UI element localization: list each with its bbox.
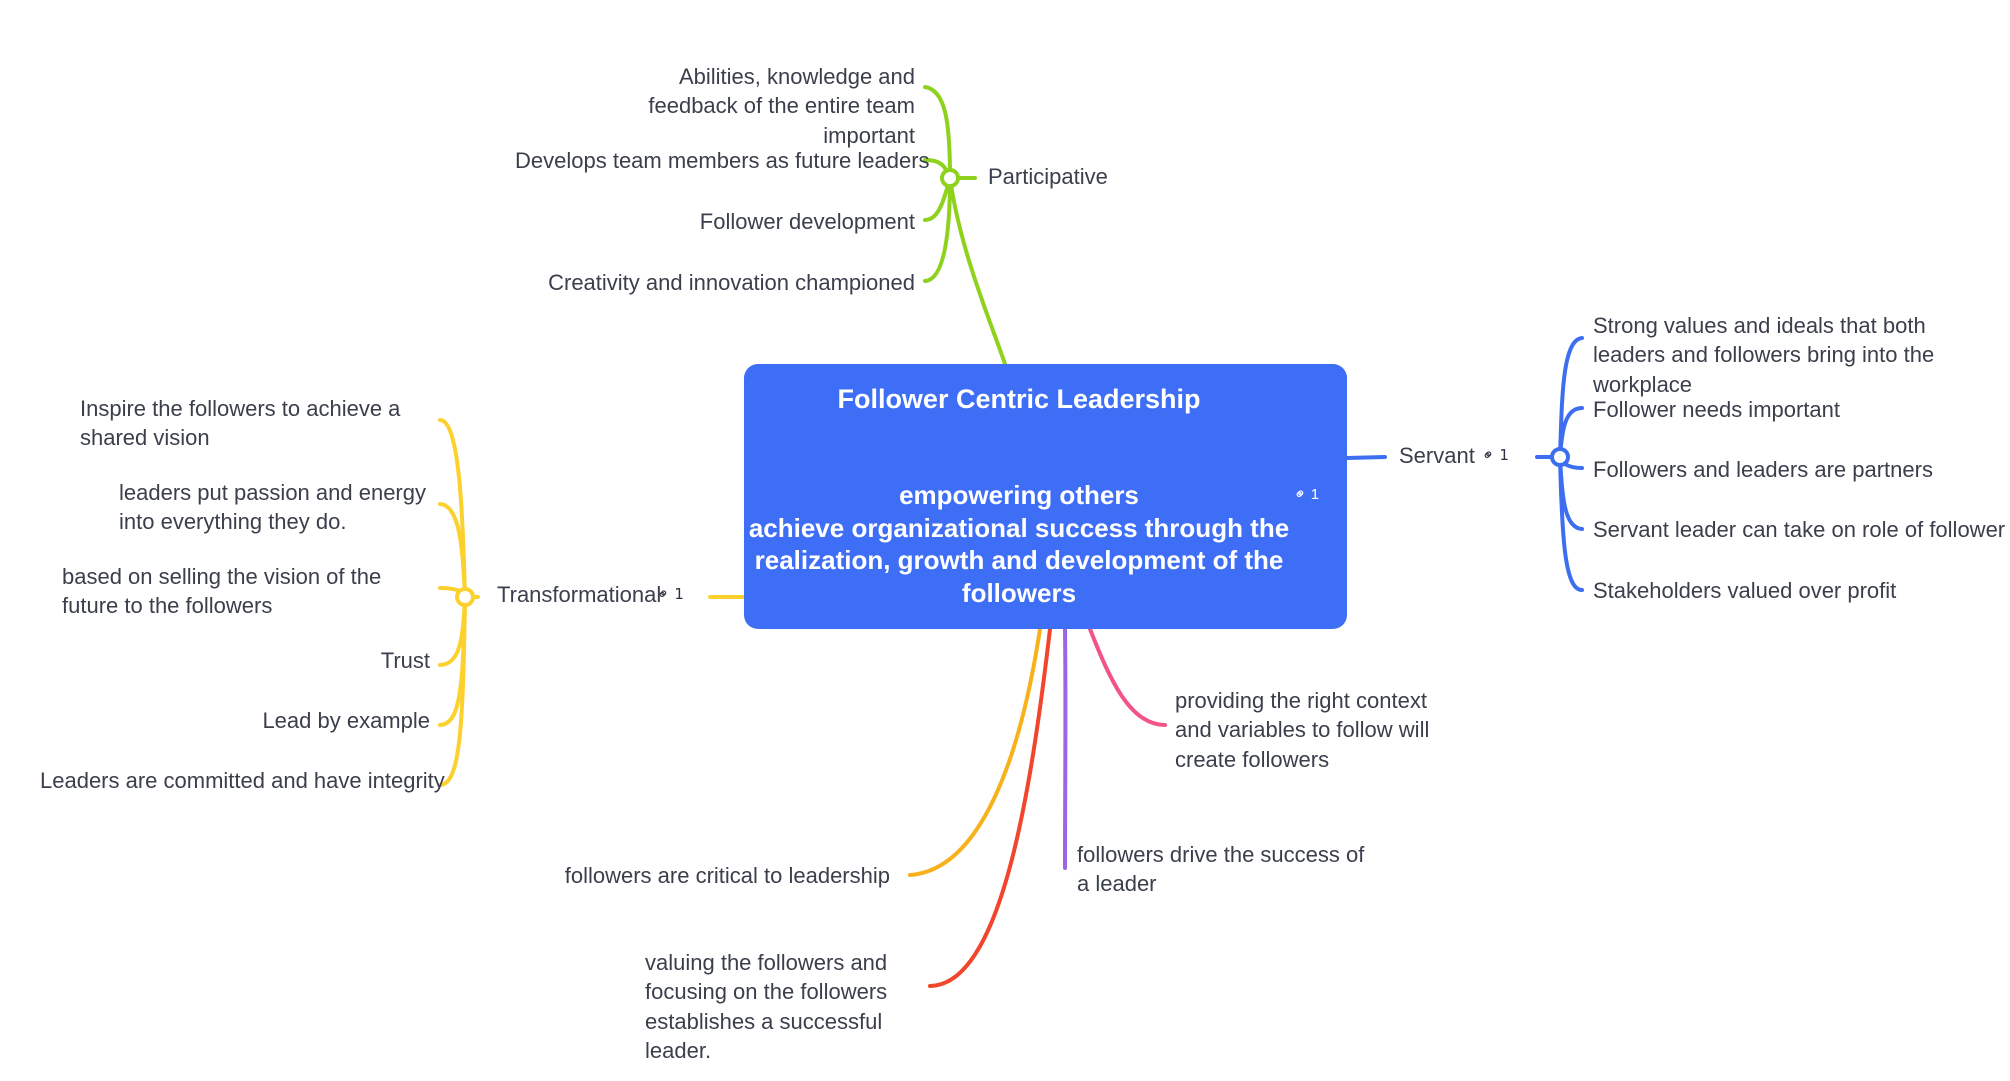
central-link-count: 1 (1310, 486, 1320, 503)
central-topic[interactable]: Follower Centric Leadership empowering o… (744, 364, 1347, 629)
branch-drive[interactable]: followers drive the success of a leader (1077, 842, 1365, 897)
central-title: Follower Centric Leadership (837, 384, 1201, 414)
transformational-connectors (438, 418, 746, 787)
central-line-2: achieve organizational success through t… (748, 512, 1290, 543)
transformational-child-6[interactable]: Leaders are committed and have integrity (40, 768, 445, 793)
servant-link[interactable]: ⚭ 1 (1477, 444, 1509, 466)
servant-child-2[interactable]: Follower needs important (1593, 397, 1841, 422)
servant-child-5[interactable]: Stakeholders valued over profit (1593, 578, 1897, 603)
participative-hub (940, 168, 960, 188)
servant-child-4[interactable]: Servant leader can take on role of follo… (1593, 517, 2006, 542)
branch-servant[interactable]: Servant (1399, 443, 1475, 468)
participative-child-2[interactable]: Develops team members as future leaders (515, 148, 930, 173)
central-line-4: followers (961, 577, 1077, 608)
central-line-1: empowering others (899, 480, 1139, 510)
transformational-child-4[interactable]: Trust (380, 648, 430, 673)
branch-context[interactable]: providing the right context and variable… (1175, 688, 1430, 772)
branch-transformational[interactable]: Transformational (497, 582, 662, 607)
participative-child-4[interactable]: Creativity and innovation championed (548, 270, 915, 295)
transformational-child-1[interactable]: Inspire the followers to achieve a share… (80, 396, 401, 451)
context-connector (1088, 627, 1167, 727)
central-link[interactable]: ⚭ 1 (1290, 484, 1320, 505)
branch-participative[interactable]: Participative (988, 164, 1108, 189)
central-subtitle: empowering others achieve organizational… (744, 479, 1294, 609)
participative-child-1[interactable]: Abilities, knowledge and feedback of the… (648, 64, 915, 148)
transformational-child-3[interactable]: based on selling the vision of the futur… (62, 564, 382, 619)
servant-hub (1550, 447, 1570, 467)
transformational-child-2[interactable]: leaders put passion and energy into ever… (119, 480, 426, 535)
branch-critical[interactable]: followers are critical to leadership (564, 863, 890, 888)
transformational-hub (455, 587, 475, 607)
servant-child-3[interactable]: Followers and leaders are partners (1593, 457, 1933, 482)
critical-connector (908, 627, 1042, 877)
transformational-child-5[interactable]: Lead by example (262, 708, 430, 733)
participative-child-3[interactable]: Follower development (699, 209, 915, 234)
transformational-link-count: 1 (674, 585, 684, 603)
transformational-link[interactable]: ⚭ 1 (652, 583, 684, 605)
central-line-3: realization, growth and development of t… (754, 545, 1284, 575)
branch-valuing[interactable]: valuing the followers and focusing on th… (645, 950, 888, 1063)
servant-child-1[interactable]: Strong values and ideals that both leade… (1593, 313, 1935, 397)
valuing-connector (928, 627, 1052, 988)
servant-link-count: 1 (1499, 446, 1509, 464)
participative-connectors (923, 85, 1007, 366)
